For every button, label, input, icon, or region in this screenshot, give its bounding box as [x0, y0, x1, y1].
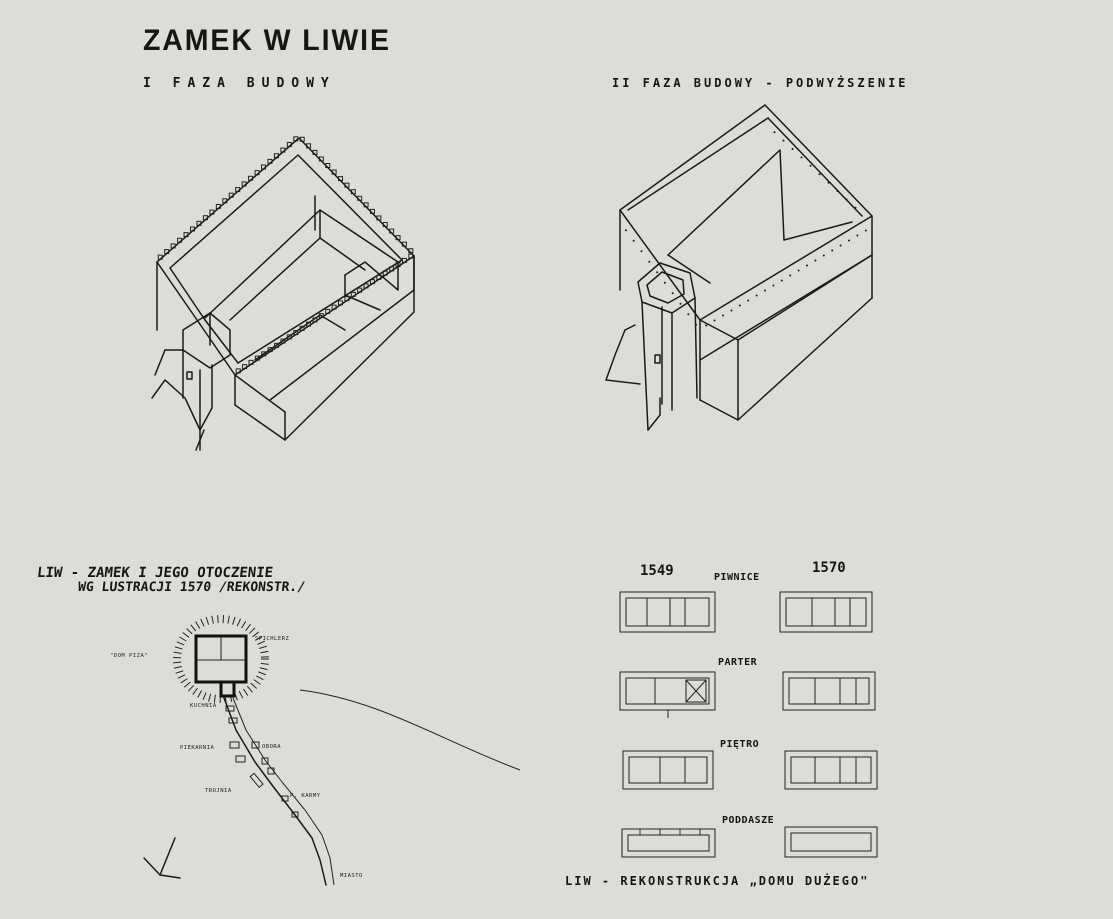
- castle-hatched-halo: [173, 615, 269, 704]
- phase-2-label: II FAZA BUDOWY - PODWYŻSZENIE: [612, 76, 909, 90]
- map-label-dom: "DOM PIZA": [110, 653, 149, 659]
- plan-year-right: 1570: [812, 560, 846, 576]
- sheet-title: ZAMEK W LIWIE: [143, 24, 391, 57]
- level-label-pietro: PIĘTRO: [720, 739, 760, 750]
- castle-phase-2-drawing: [605, 104, 873, 431]
- map-road: [223, 697, 327, 886]
- north-arrow-icon: [159, 837, 181, 879]
- map-label-trojnia: TROJNIA: [205, 788, 232, 794]
- plan-1570-pietro: [784, 750, 878, 790]
- map-label-spichlerz: SPICHLERZ: [255, 636, 290, 642]
- plan-1549-poddasze: [621, 828, 716, 858]
- castle-phase-1-battlements: [157, 136, 414, 374]
- plan-1549-pietro: [622, 750, 714, 790]
- map-label-pkarmy: P. KARMY: [290, 793, 321, 799]
- plan-1549-piwnice: [619, 591, 716, 633]
- plan-year-left: 1549: [640, 563, 674, 579]
- surroundings-map: [143, 615, 521, 886]
- plan-1570-piwnice: [779, 591, 873, 633]
- map-label-obora: OBORA: [262, 744, 282, 750]
- level-label-poddasze: PODDASZE: [722, 815, 775, 826]
- plans-caption: LIW - REKONSTRUKCJA „DOMU DUŻEGO": [565, 874, 870, 888]
- map-label-kuchnia: KUCHNIA: [190, 703, 217, 709]
- level-label-piwnice: PIWNICE: [714, 572, 760, 583]
- phase-1-label: I FAZA BUDOWY: [143, 76, 336, 91]
- castle-phase-1-drawing: [151, 137, 415, 451]
- map-castle-tower: [219, 680, 236, 698]
- surroundings-title-line2: WG LUSTRACJI 1570 /REKONSTR./: [77, 580, 306, 595]
- map-label-miasto: MIASTO: [340, 873, 363, 879]
- level-label-parter: PARTER: [718, 657, 758, 668]
- surroundings-title-line1: LIW - ZAMEK I JEGO OTOCZENIE: [36, 565, 274, 581]
- floor-plans: [619, 591, 878, 858]
- castle-phase-2-dots: [624, 131, 867, 327]
- plan-1570-poddasze: [784, 826, 878, 858]
- map-label-piekarnia: PIEKARNIA: [180, 745, 215, 751]
- plan-1570-parter: [782, 671, 876, 711]
- map-outbuildings: [225, 705, 299, 818]
- plan-1549-parter: [619, 671, 716, 718]
